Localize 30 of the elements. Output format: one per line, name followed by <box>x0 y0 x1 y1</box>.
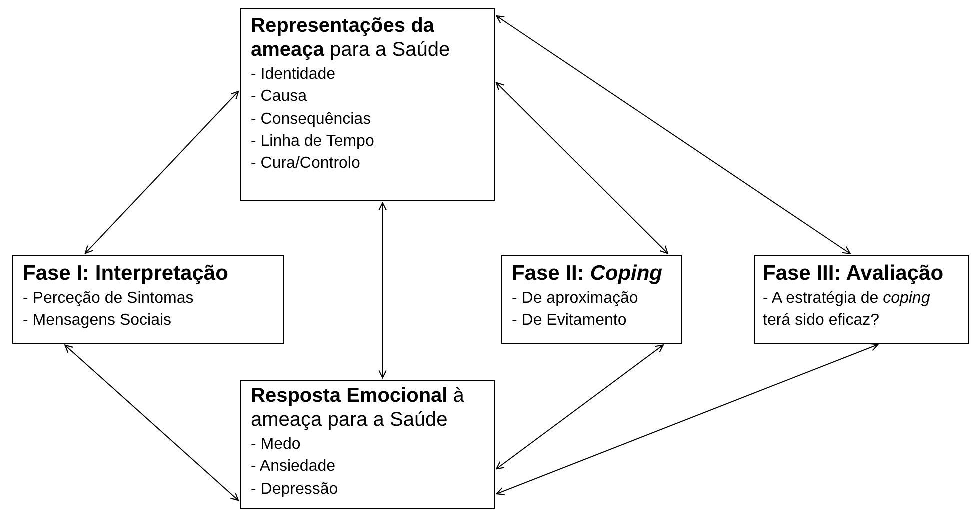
double-arrow <box>84 90 240 254</box>
box-heading: Representações da ameaça para a Saúde <box>251 14 452 63</box>
double-arrow <box>496 82 668 254</box>
list-item: - De Evitamento <box>512 311 628 331</box>
double-arrow <box>496 343 879 496</box>
text-box <box>754 255 969 344</box>
list-item: - Identidade <box>251 64 337 85</box>
text-box <box>240 380 495 509</box>
list-item: - Cura/Controlo <box>251 154 362 174</box>
double-arrow <box>64 344 240 502</box>
list-item: - Causa <box>251 87 308 108</box>
double-arrow <box>496 16 851 254</box>
box-heading: Resposta Emocional à ameaça para a Saúde <box>251 384 466 433</box>
list-item: - Ansiedade <box>251 457 337 478</box>
text-box <box>501 255 682 344</box>
text-box <box>240 8 495 201</box>
box-heading: Fase III: Avaliação <box>763 261 945 287</box>
double-arrow <box>496 344 664 470</box>
box-heading: Fase I: Interpretação <box>23 261 230 287</box>
list-item: - Perceção de Sintomas <box>23 288 195 309</box>
list-item: - A estratégia de coping terá sido eficaz? <box>763 288 932 331</box>
list-item: - Linha de Tempo <box>251 132 376 152</box>
list-item: - Medo <box>251 434 302 455</box>
list-item: - Mensagens Sociais <box>23 311 173 331</box>
double-arrow <box>378 202 387 379</box>
list-item: - Consequências <box>251 110 372 130</box>
list-item: - Depressão <box>251 480 340 500</box>
box-heading: Fase II: Coping <box>512 261 664 287</box>
list-item: - De aproximação <box>512 288 640 309</box>
text-box <box>12 255 284 344</box>
